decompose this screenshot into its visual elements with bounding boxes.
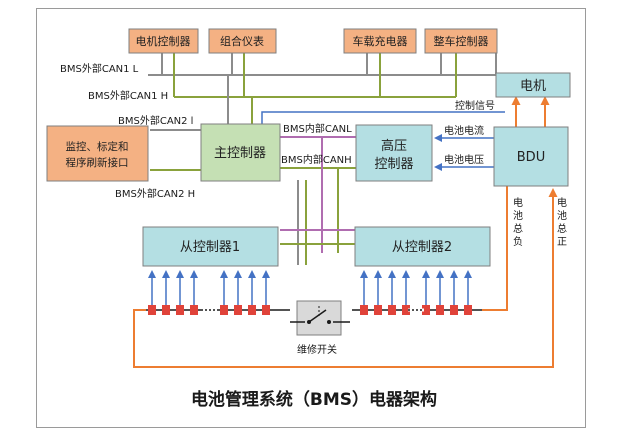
- cell-fuse: [162, 305, 170, 315]
- svg-text:电池总正: 电池总正: [557, 196, 567, 248]
- monitor-interface-line1: 监控、标定和: [66, 140, 129, 153]
- internal-can-bus-lines: [280, 136, 360, 265]
- battery-current-label: 电池电流: [444, 124, 484, 137]
- bdu-label: BDU: [517, 150, 545, 165]
- cell-fuse: [148, 305, 156, 315]
- master-controller-box: [200, 123, 281, 182]
- cell-fuse: [234, 305, 242, 315]
- service-switch: [290, 300, 350, 336]
- motor-label: 电机: [520, 79, 546, 94]
- slave-controller-2-label: 从控制器2: [392, 240, 452, 255]
- battery-positive-label: 电池总正: [557, 196, 567, 248]
- cell-fuse: [220, 305, 228, 315]
- top-device-boxes: 电机控制器 组合仪表 车载充电器 整车控制器: [128, 28, 498, 54]
- control-signal-label: 控制信号: [455, 99, 495, 112]
- vehicle-controller-label: 整车控制器: [434, 34, 489, 48]
- power-lines: [133, 96, 558, 368]
- vertical-power-labels: 电池总负 电池总正: [513, 196, 567, 248]
- motor-box: [495, 72, 571, 98]
- svg-text:电池总负: 电池总负: [513, 196, 523, 248]
- motor-controller-box: [128, 28, 199, 54]
- diagram-title: 电池管理系统（BMS）电器架构: [191, 389, 437, 410]
- cell-fuse: [360, 305, 368, 315]
- hv-controller-line1: 高压: [381, 138, 407, 154]
- monitor-interface-line2: 程序刷新接口: [66, 156, 129, 169]
- battery-cell-strings: [146, 270, 482, 315]
- cell-fuse: [176, 305, 184, 315]
- battery-negative-label: 电池总负: [513, 196, 523, 248]
- cell-fuse: [464, 305, 472, 315]
- cell-fuse: [248, 305, 256, 315]
- cell-string-1: [146, 270, 290, 315]
- can2-h-label: BMS外部CAN2 H: [115, 187, 195, 200]
- vehicle-controller-box: [424, 28, 498, 54]
- monitor-interface-box: [46, 125, 149, 182]
- cell-fuse: [374, 305, 382, 315]
- cell-fuse: [402, 305, 410, 315]
- can1-l-label: BMS外部CAN1 L: [60, 62, 139, 75]
- motor-controller-label: 电机控制器: [136, 34, 191, 48]
- cell-fuse: [190, 305, 198, 315]
- can2-l-label: BMS外部CAN2 l: [118, 114, 193, 127]
- can1-h-label: BMS外部CAN1 H: [88, 89, 168, 102]
- service-switch-label: 维修开关: [297, 343, 337, 356]
- internal-canl-label: BMS内部CANL: [283, 122, 352, 135]
- onboard-charger-label: 车载充电器: [353, 34, 408, 48]
- cell-fuse: [422, 305, 430, 315]
- hv-controller-box: [355, 124, 433, 182]
- slave-controller-2-box: [354, 226, 491, 267]
- hv-controller-line2: 控制器: [374, 157, 413, 172]
- internal-canh-label: BMS内部CANH: [281, 153, 352, 166]
- instrument-cluster-box: [208, 28, 277, 54]
- bdu-box: [493, 126, 569, 187]
- instrument-cluster-label: 组合仪表: [220, 34, 264, 48]
- slave-controller-1-label: 从控制器1: [180, 240, 240, 255]
- cell-fuse: [262, 305, 270, 315]
- diagram-frame: [36, 8, 586, 428]
- cell-string-2: [352, 270, 482, 315]
- cell-fuse: [436, 305, 444, 315]
- cell-fuse: [388, 305, 396, 315]
- cell-fuse: [450, 305, 458, 315]
- onboard-charger-box: [343, 28, 417, 54]
- battery-voltage-label: 电池电压: [444, 153, 484, 166]
- master-controller-label: 主控制器: [214, 146, 266, 161]
- slave-controller-1-box: [142, 226, 279, 267]
